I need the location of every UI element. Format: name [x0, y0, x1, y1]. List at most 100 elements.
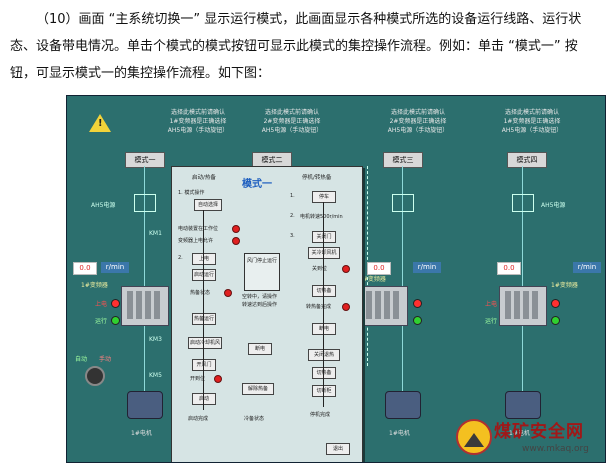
mid-breaker	[392, 194, 414, 212]
right-status-run: 运行	[485, 318, 498, 325]
mid-right-bus-line	[402, 166, 403, 391]
right-motor-label: 1#电机	[509, 430, 530, 437]
popup-col-right: 停机/转热备	[302, 175, 332, 181]
popup-col-left: 启动/热备	[192, 175, 216, 181]
left-km1-label: KM1	[149, 230, 162, 237]
exit-button[interactable]: 退出	[326, 443, 350, 455]
mid-inverter-label: 2#变频器	[359, 276, 386, 283]
left-motor-label: 1#电机	[131, 430, 152, 437]
left-km5-label: KM5	[149, 372, 162, 379]
center-note-box: 风门停止运行	[244, 253, 280, 291]
hot-done-text: 转热备完成	[306, 304, 332, 310]
mid-power-lamp	[413, 299, 422, 308]
mid-motor-label: 1#电机	[389, 430, 410, 437]
mid-run-lamp	[413, 316, 422, 325]
doc-line-3: 钮，可显示模式一的集控操作流程。如下图：	[10, 66, 271, 81]
ready1-indicator	[232, 225, 240, 233]
right-power-lamp	[551, 299, 560, 308]
document-body: （10）画面 “主系统切换一” 显示运行模式，此画面显示各种模式所选的设备运行线…	[10, 6, 610, 87]
left-freq-unit: r/min	[101, 262, 129, 273]
stop-button[interactable]: 停车	[312, 191, 336, 203]
right-flow-line	[323, 202, 324, 407]
right-freq-unit: r/min	[573, 262, 601, 273]
right-freq-value: 0.0	[497, 262, 521, 275]
right-step3: 3.	[290, 233, 295, 239]
right-inverter	[499, 286, 547, 326]
power-off-button[interactable]: 断电	[248, 343, 272, 355]
mid-freq-unit: r/min	[413, 262, 441, 273]
open-done-indicator	[214, 375, 222, 383]
right-breaker	[512, 194, 534, 212]
mode1-button[interactable]: 模式一	[125, 152, 165, 168]
start-cooler-button[interactable]: 启动冷却机风	[188, 337, 222, 349]
right-power-off-button[interactable]: 断电	[312, 323, 336, 335]
hot-done-indicator	[342, 303, 350, 311]
start-button[interactable]: 启动	[192, 393, 216, 405]
close-done-text: 关到位	[312, 266, 328, 272]
left-freq-value: 0.0	[73, 262, 97, 275]
right-motor-icon	[505, 391, 541, 419]
hmi-screenshot: ! 选择此模式前请确认 1#变频器是正确选择 AH5电源（手动旋钮） 选择此模式…	[66, 95, 606, 463]
warning-icon: !	[89, 114, 111, 132]
popup-step2: 2.	[178, 255, 183, 261]
site-watermark: 煤矿安全网 www.mkaq.org	[452, 413, 612, 459]
selector-knob[interactable]	[85, 366, 105, 386]
close-cooler-button[interactable]: 关冷却风机	[308, 247, 340, 259]
mode2-header: 选择此模式前请确认 2#变频器是正确选择 AH5电源（手动旋钮）	[261, 109, 323, 134]
motor-speed-text: 电机转速500r/min	[300, 214, 343, 220]
release-hot-button[interactable]: 解除热备	[242, 383, 274, 395]
mode1-flow-popup: 模式一 启动/热备 停机/转热备 1. 模式操作 自动选择 电动装置在工作位 变…	[171, 166, 363, 462]
mode3-button[interactable]: 模式三	[383, 152, 423, 168]
hot-run-button[interactable]: 热备运行	[192, 313, 216, 325]
mode4-button[interactable]: 模式四	[507, 152, 547, 168]
knob-manual-label: 手动	[99, 356, 112, 363]
close-done-indicator	[342, 265, 350, 273]
popup-title: 模式一	[242, 179, 272, 190]
right-status-power: 上电	[485, 301, 498, 308]
popup-hot-state: 热备状态	[190, 290, 211, 296]
watermark-url: www.mkaq.org	[522, 444, 589, 454]
right-bus-line	[522, 166, 523, 391]
left-power-label: AH5电源	[91, 202, 116, 209]
left-inverter-label: 1#变频器	[81, 282, 108, 289]
doc-line-1: （10）画面 “主系统切换一” 显示运行模式，此画面显示各种模式所选的设备运行线…	[36, 12, 582, 27]
close-heat-button[interactable]: 关闭退热	[308, 349, 340, 361]
left-km3-label: KM3	[149, 336, 162, 343]
open-damper-button[interactable]: 开风门	[192, 359, 216, 371]
popup-ready-2: 变频器上电允许	[178, 238, 214, 244]
left-flow-line	[203, 210, 204, 410]
mid-inverter	[360, 286, 408, 326]
switch-hot-2-button[interactable]: 切热备	[312, 367, 336, 379]
stop-done-text: 停机完成	[310, 412, 331, 418]
popup-step1: 1. 模式操作	[178, 190, 205, 196]
cut-cabinet-button[interactable]: 切断柜	[312, 385, 336, 397]
close-door-button[interactable]: 关闭门	[312, 231, 336, 243]
left-bus-line	[144, 166, 145, 391]
center-note-1: 空转中，请操作	[242, 294, 278, 300]
auto-select-button[interactable]: 自动选择	[194, 199, 222, 211]
knob-auto-label: 自动	[75, 356, 88, 363]
popup-start-done: 启动完成	[188, 416, 209, 422]
right-run-lamp	[551, 316, 560, 325]
center-note-2: 转速达到后操作	[242, 302, 278, 308]
mid-motor-icon	[385, 391, 421, 419]
doc-line-2: 态、设备带电情况。单击个模式的模式按钮可显示此模式的集控操作流程。例如：单击 “…	[10, 39, 578, 54]
switch-hot-button[interactable]: 切热备	[312, 285, 336, 297]
hot-state-indicator	[224, 289, 232, 297]
left-inverter	[121, 286, 169, 326]
ready2-indicator	[232, 237, 240, 245]
mine-logo-icon	[456, 419, 492, 455]
mid-freq-value: 0.0	[367, 262, 391, 275]
mode3-header: 选择此模式前请确认 2#变频器是正确选择 AH5电源（手动旋钮）	[387, 109, 449, 134]
left-status-power: 上电	[95, 301, 108, 308]
start-run-button[interactable]: 启动运行	[192, 269, 216, 281]
power-on-button[interactable]: 上电	[192, 253, 216, 265]
left-power-lamp	[111, 299, 120, 308]
right-step1: 1.	[290, 193, 295, 199]
right-step2: 2.	[290, 213, 295, 219]
mode1-header: 选择此模式前请确认 1#变频器是正确选择 AH5电源（手动旋钮）	[167, 109, 229, 134]
popup-cold-state: 冷备状态	[244, 416, 265, 422]
left-breaker	[134, 194, 156, 212]
popup-open-done: 开到位	[190, 376, 206, 382]
right-inverter-label: 1#变频器	[551, 282, 578, 289]
